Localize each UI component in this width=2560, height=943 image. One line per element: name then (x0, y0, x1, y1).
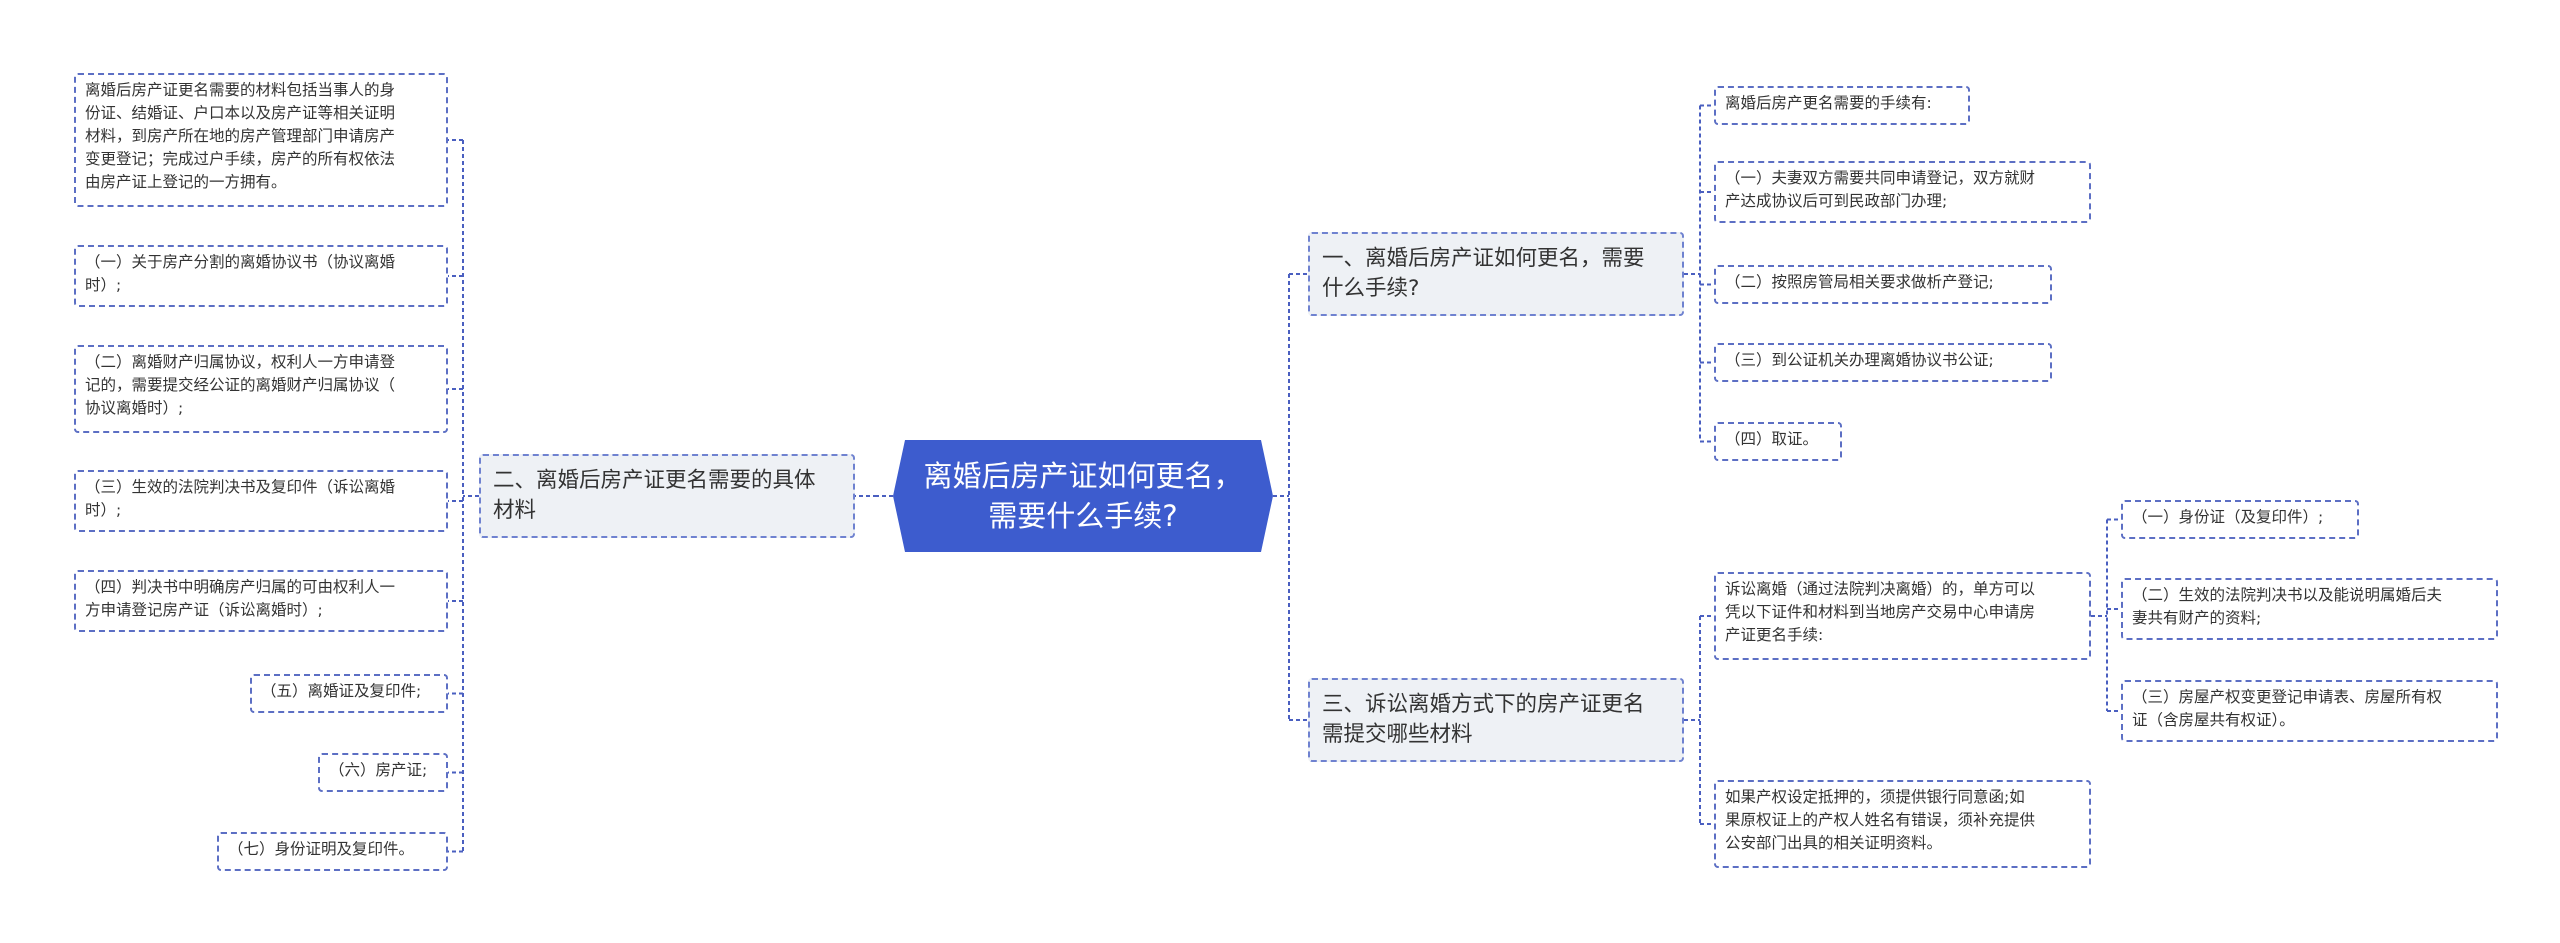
central-topic-label: 离婚后房产证如何更名， 需要什么手续? (923, 459, 1243, 533)
list-item[interactable]: （五）离婚证及复印件; (250, 674, 448, 713)
list-item[interactable]: （一）夫妻双方需要共同申请登记，双方就财 产达成协议后可到民政部门办理; (1714, 161, 2091, 223)
list-item[interactable]: 离婚后房产证更名需要的材料包括当事人的身 份证、结婚证、户口本以及房产证等相关证… (74, 73, 448, 207)
list-item[interactable]: （一）身份证（及复印件）; (2121, 500, 2359, 539)
central-topic-shape (893, 440, 1273, 552)
list-item[interactable]: （六）房产证; (318, 753, 448, 792)
central-topic[interactable]: 离婚后房产证如何更名， 需要什么手续? (893, 440, 1273, 552)
list-item[interactable]: （七）身份证明及复印件。 (217, 832, 448, 871)
list-item[interactable]: （四）判决书中明确房产归属的可由权利人一 方申请登记房产证（诉讼离婚时）; (74, 570, 448, 632)
list-item[interactable]: （一）关于房产分割的离婚协议书（协议离婚 时）; (74, 245, 448, 307)
list-item[interactable]: （二）离婚财产归属协议，权利人一方申请登 记的，需要提交经公证的离婚财产归属协议… (74, 345, 448, 433)
list-item[interactable]: （三）房屋产权变更登记申请表、房屋所有权 证（含房屋共有权证）。 (2121, 680, 2498, 742)
list-item[interactable]: （二）生效的法院判决书以及能说明属婚后夫 妻共有财产的资料; (2121, 578, 2498, 640)
list-item[interactable]: 离婚后房产更名需要的手续有: (1714, 86, 1970, 125)
list-item[interactable]: （三）生效的法院判决书及复印件（诉讼离婚 时）; (74, 470, 448, 532)
branch-litigation[interactable]: 三、诉讼离婚方式下的房产证更名 需提交哪些材料 (1308, 678, 1684, 762)
branch-materials[interactable]: 二、离婚后房产证更名需要的具体 材料 (479, 454, 855, 538)
list-item[interactable]: （二）按照房管局相关要求做析产登记; (1714, 265, 2052, 304)
list-item[interactable]: （三）到公证机关办理离婚协议书公证; (1714, 343, 2052, 382)
list-item[interactable]: （四）取证。 (1714, 422, 1842, 461)
sub-topic-litigation-procedure[interactable]: 诉讼离婚（通过法院判决离婚）的，单方可以 凭以下证件和材料到当地房产交易中心申请… (1714, 572, 2091, 660)
sub-topic-mortgage-note[interactable]: 如果产权设定抵押的，须提供银行同意函;如 果原权证上的产权人姓名有错误，须补充提… (1714, 780, 2091, 868)
branch-procedure[interactable]: 一、离婚后房产证如何更名，需要 什么手续? (1308, 232, 1684, 316)
